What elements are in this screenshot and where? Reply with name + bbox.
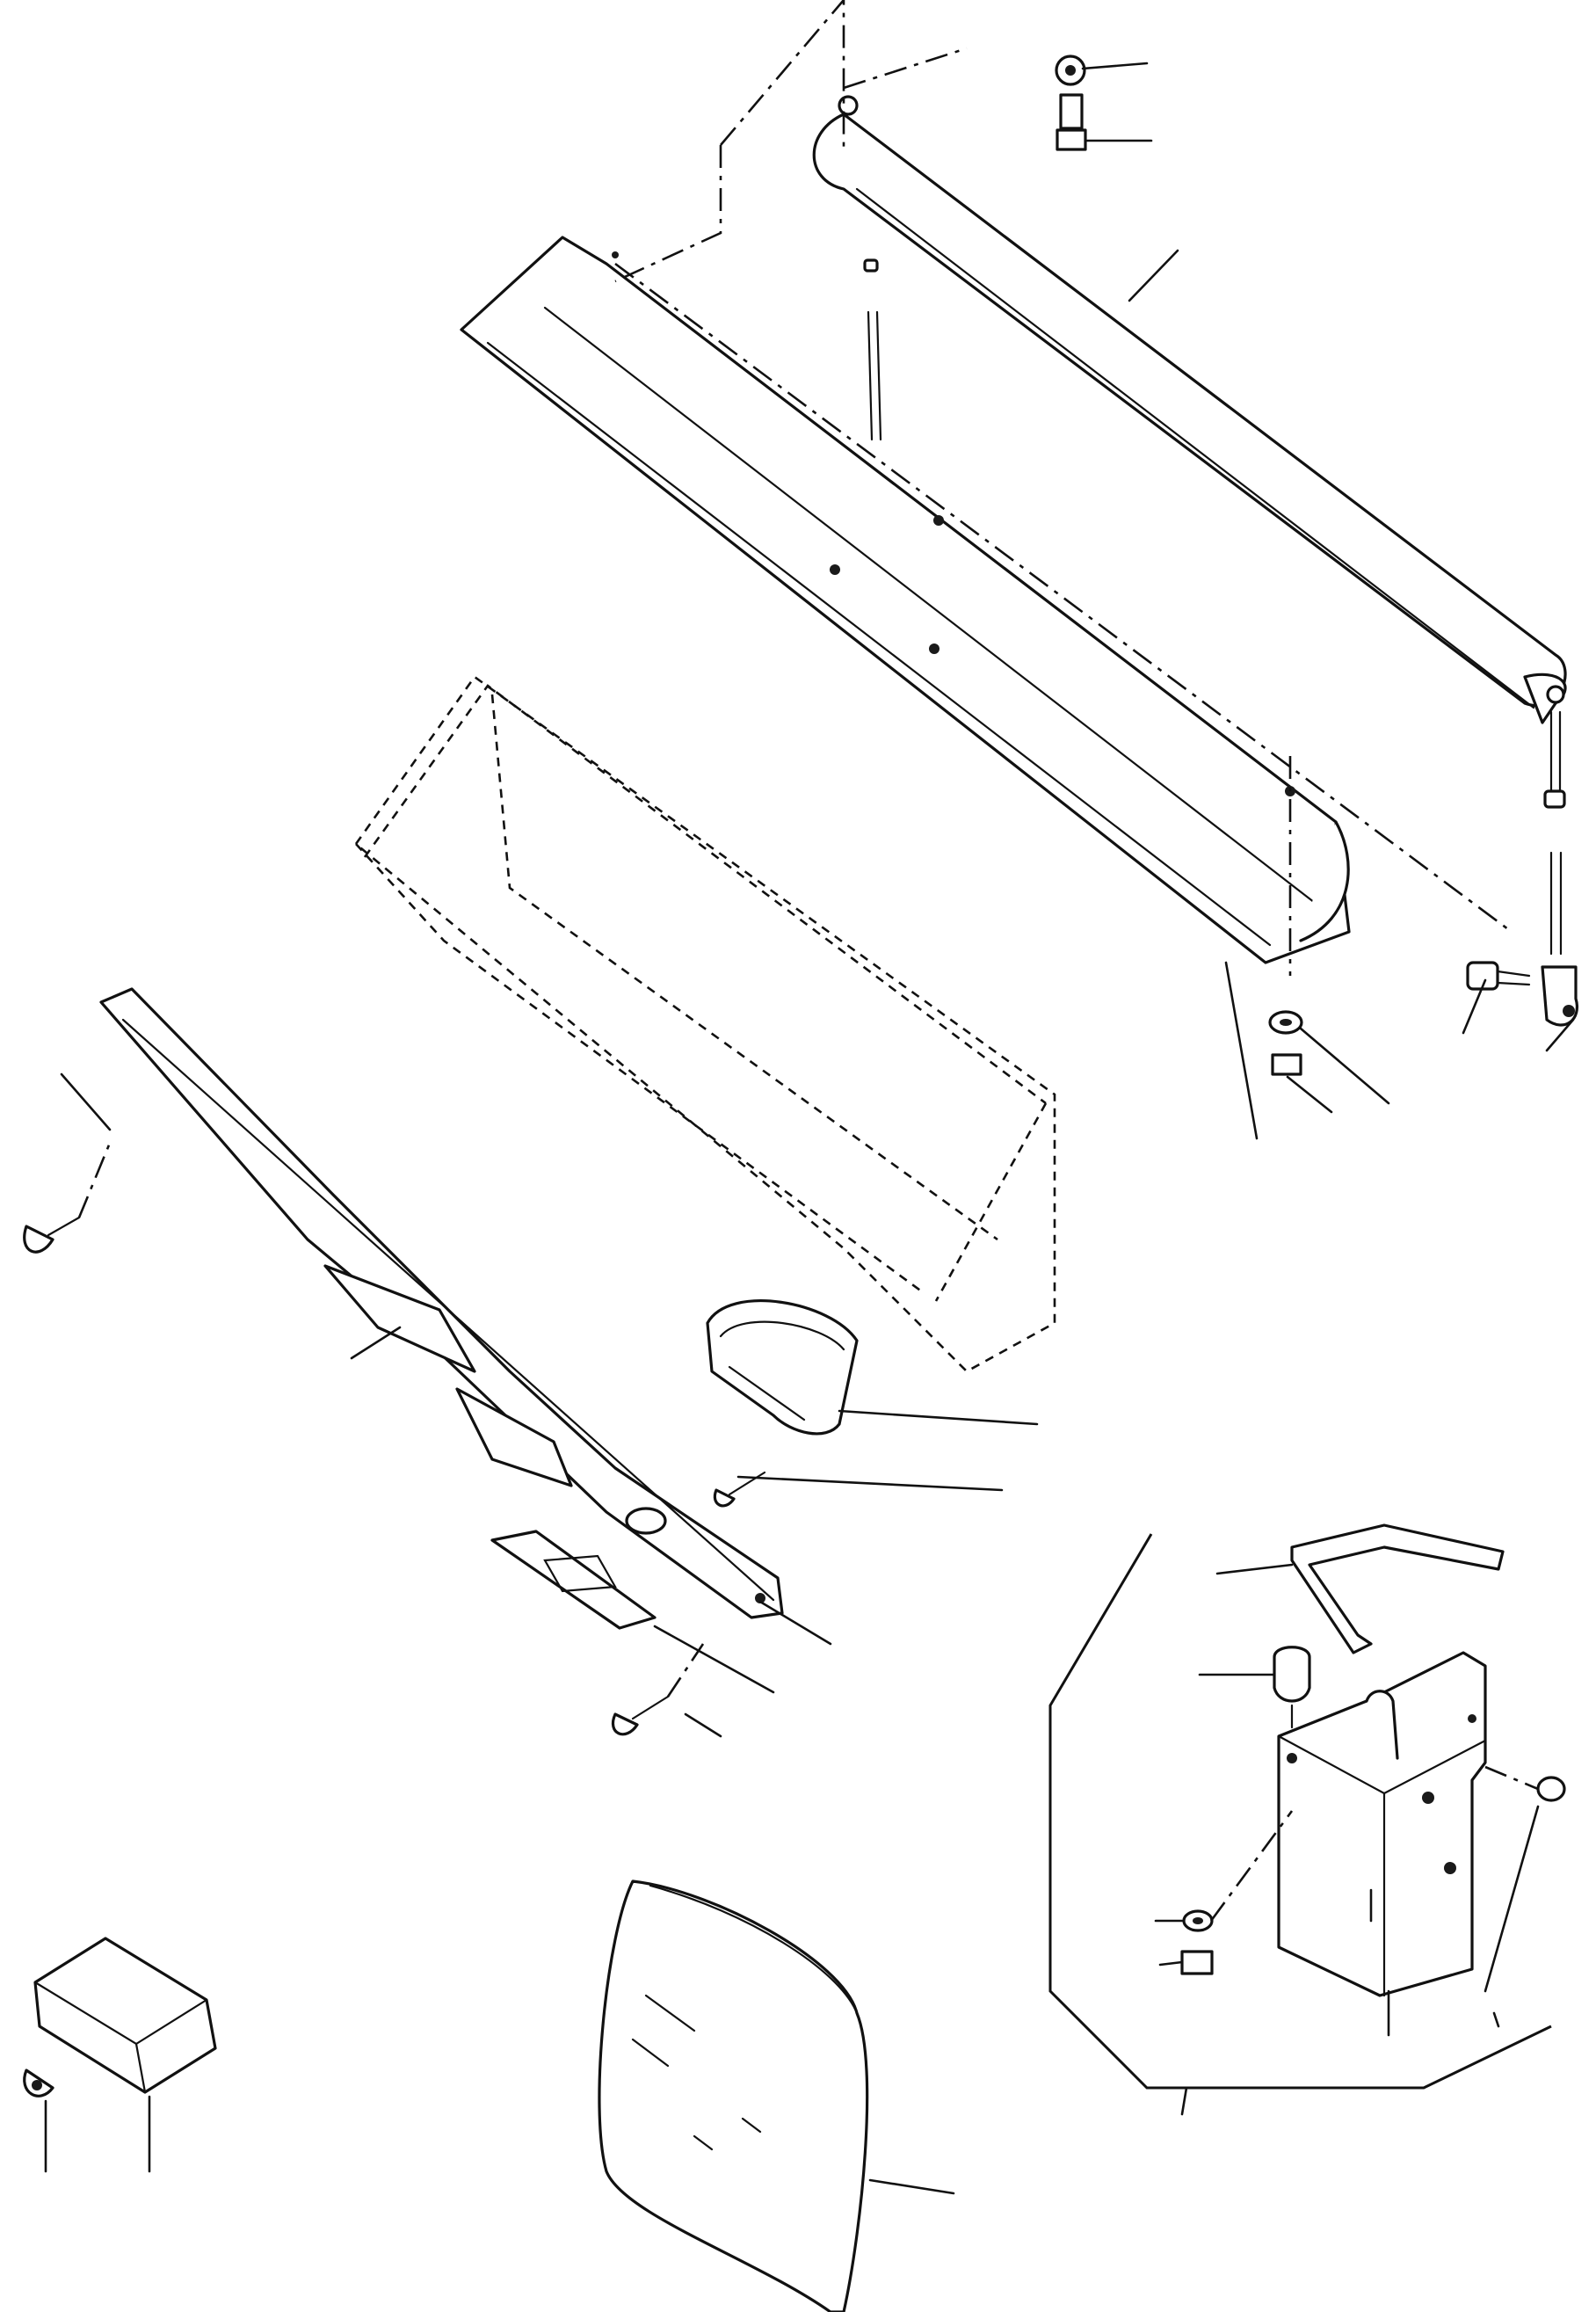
bolt-and-eye-nut — [1466, 961, 1578, 1027]
round-knob — [1484, 1765, 1566, 1802]
u-bracket — [1290, 1523, 1505, 1654]
bracket-rail — [99, 987, 784, 1619]
screw-lower — [612, 1643, 705, 1736]
top-fastener-set — [1055, 55, 1087, 151]
cap-bumper — [1273, 1646, 1311, 1729]
assembly-line-center — [614, 262, 1513, 934]
diamond-plate — [490, 1530, 657, 1630]
lamp-housing — [33, 1937, 217, 2094]
curved-panel — [598, 1879, 869, 2312]
duct-outlet — [706, 1299, 859, 1436]
bulb — [23, 2068, 54, 2098]
hinge-rod-right — [1543, 710, 1566, 956]
group-nuts — [1180, 1810, 1294, 1975]
assembly-line-top — [614, 0, 968, 283]
trough-panel — [460, 236, 1351, 964]
screw-left — [23, 1142, 112, 1254]
washer-and-nut — [1268, 1010, 1303, 1076]
mounting-box — [1277, 1651, 1487, 1997]
hinge-rod-left — [863, 258, 882, 441]
group-outline — [1048, 1533, 1552, 2090]
screw-center — [713, 1471, 766, 1508]
cylindrical-cover — [812, 95, 1567, 724]
phantom-storage-box — [354, 675, 1056, 1373]
leader-lines — [44, 62, 1575, 2195]
